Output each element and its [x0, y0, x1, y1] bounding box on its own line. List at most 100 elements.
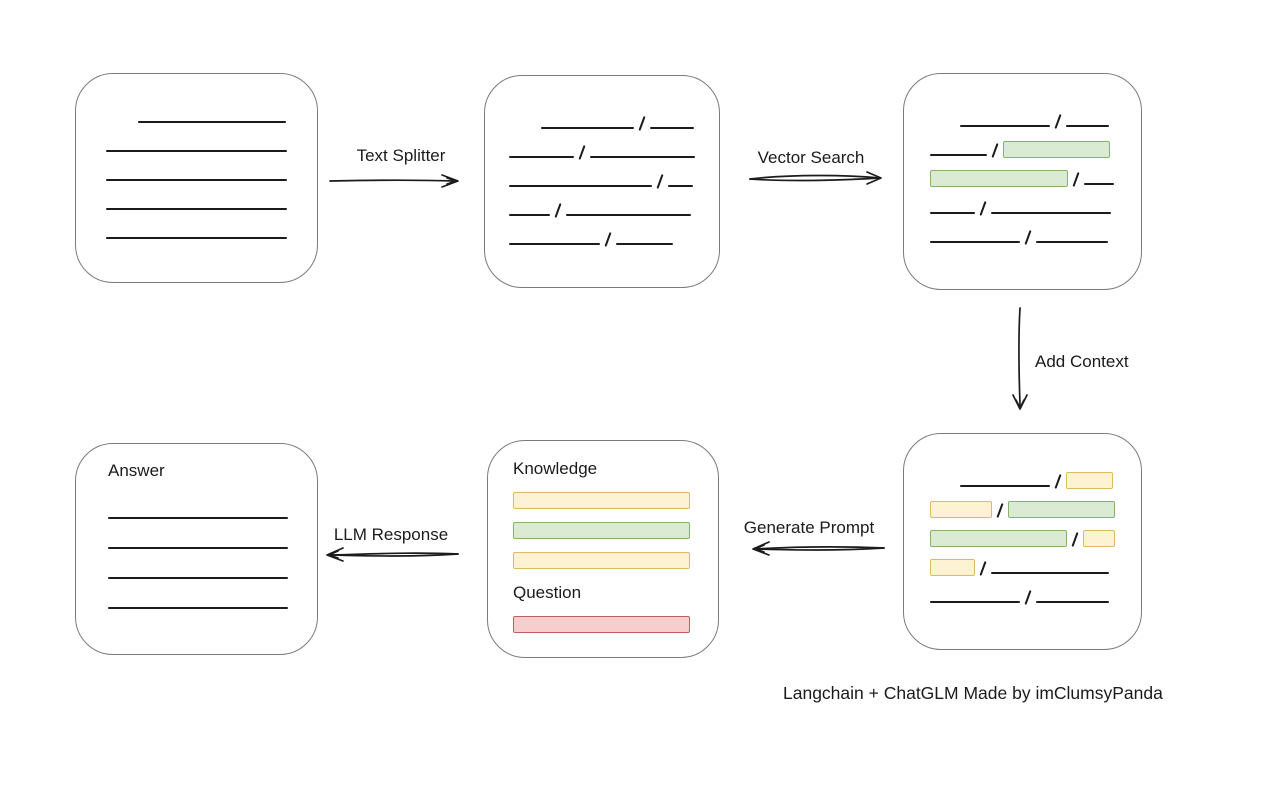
green-highlight	[930, 170, 1068, 187]
chunk-row	[509, 114, 695, 131]
text-line	[1066, 125, 1110, 127]
slash-separator	[1072, 172, 1080, 187]
text-line	[106, 237, 287, 239]
chunk-row	[509, 201, 695, 218]
text-line	[930, 601, 1020, 603]
add-context-label: Add Context	[1035, 352, 1129, 371]
split-chunks-rows	[485, 76, 719, 247]
text-line	[509, 156, 574, 158]
context-chunks-rows	[904, 434, 1141, 605]
slash-separator	[1024, 230, 1032, 245]
document-node	[75, 73, 318, 283]
slash-separator	[638, 116, 646, 131]
slash-separator	[1071, 532, 1079, 547]
context-chunks-node	[903, 433, 1142, 650]
green-highlight	[1003, 141, 1111, 158]
slash-separator	[656, 174, 664, 189]
chunk-row	[930, 588, 1115, 605]
yellow-highlight	[1066, 472, 1114, 489]
chunk-row	[930, 112, 1115, 129]
split-chunks-node	[484, 75, 720, 288]
searched-chunks-node	[903, 73, 1142, 290]
slash-separator	[979, 561, 987, 576]
vector-search-arrow-icon	[749, 171, 882, 185]
slash-separator	[604, 232, 612, 247]
answer-lines	[108, 517, 317, 609]
text-line	[108, 517, 288, 519]
yellow-highlight	[513, 552, 690, 569]
slash-separator	[979, 201, 987, 216]
slash-separator	[991, 143, 999, 158]
slash-separator	[554, 203, 562, 218]
text-line	[960, 125, 1050, 127]
chunk-row	[930, 501, 1115, 518]
text-line	[1036, 241, 1109, 243]
text-splitter-arrow-icon	[329, 174, 459, 188]
yellow-highlight	[930, 501, 992, 518]
vector-search-label: Vector Search	[757, 148, 865, 167]
text-line	[106, 208, 287, 210]
text-line	[108, 547, 288, 549]
text-line	[960, 485, 1050, 487]
text-line	[1036, 601, 1110, 603]
chunk-row	[930, 472, 1115, 489]
text-line	[1084, 183, 1115, 185]
answer-title: Answer	[108, 461, 165, 480]
text-line	[509, 185, 652, 187]
green-highlight	[513, 522, 690, 539]
chunk-row	[509, 230, 695, 247]
chunk-row	[930, 228, 1115, 245]
chunk-row	[930, 559, 1115, 576]
text-line	[616, 243, 674, 245]
green-highlight	[930, 530, 1068, 547]
slash-separator	[996, 503, 1004, 518]
prompt-node: Knowledge Question	[487, 440, 719, 658]
slash-separator	[1054, 114, 1062, 129]
chunk-row	[930, 141, 1115, 158]
caption: Langchain + ChatGLM Made by imClumsyPand…	[783, 683, 1163, 703]
red-highlight	[513, 616, 690, 633]
text-line	[509, 214, 550, 216]
green-highlight	[1008, 501, 1115, 518]
llm-response-arrow-icon	[326, 547, 459, 562]
yellow-highlight	[1083, 530, 1115, 547]
knowledge-bars	[513, 492, 690, 569]
text-line	[106, 179, 287, 181]
text-line	[650, 127, 695, 129]
slash-separator	[578, 145, 586, 160]
searched-chunks-rows	[904, 74, 1141, 245]
add-context-arrow-icon	[1012, 307, 1028, 410]
chunk-row	[930, 170, 1115, 187]
chunk-row	[930, 199, 1115, 216]
chunk-row	[930, 530, 1115, 547]
document-lines	[76, 74, 317, 239]
text-line	[991, 212, 1112, 214]
text-line	[589, 156, 695, 158]
generate-prompt-label: Generate Prompt	[743, 518, 875, 537]
text-line	[566, 214, 692, 216]
generate-prompt-arrow-icon	[752, 541, 885, 556]
slash-separator	[1054, 474, 1062, 489]
text-line	[930, 241, 1020, 243]
answer-node: Answer	[75, 443, 318, 655]
chunk-row	[509, 143, 695, 160]
chunk-row	[509, 172, 695, 189]
knowledge-title: Knowledge	[513, 459, 598, 478]
text-splitter-label: Text Splitter	[356, 146, 446, 165]
text-line	[668, 185, 694, 187]
text-line	[108, 577, 288, 579]
text-line	[108, 607, 288, 609]
text-line	[991, 572, 1110, 574]
question-bars	[513, 616, 690, 633]
text-line	[509, 243, 600, 245]
text-line	[930, 154, 987, 156]
text-line	[106, 150, 287, 152]
text-line	[138, 121, 286, 123]
yellow-highlight	[930, 559, 975, 576]
yellow-highlight	[513, 492, 690, 509]
slash-separator	[1024, 590, 1032, 605]
text-line	[541, 127, 634, 129]
text-line	[930, 212, 975, 214]
llm-response-label: LLM Response	[333, 525, 449, 544]
